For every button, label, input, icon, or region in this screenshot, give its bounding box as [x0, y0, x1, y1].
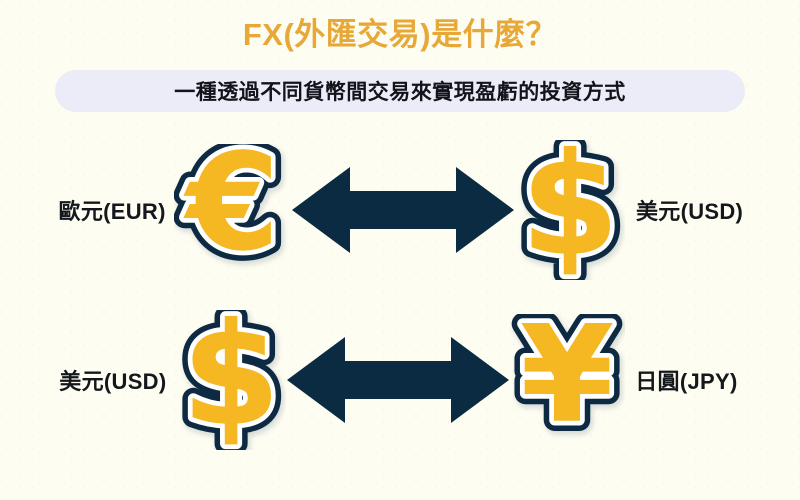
double-headed-arrow-icon [287, 337, 510, 423]
svg-text:$: $ [182, 310, 279, 450]
subtitle-text: 一種透過不同貨幣間交易來實現盈虧的投資方式 [174, 81, 626, 104]
label-cell-right-bottom: 日圓(JPY) [625, 364, 800, 396]
page-title: FX(外匯交易)是什麼？ [242, 17, 558, 52]
double-headed-arrow-icon [291, 167, 514, 253]
svg-text:$: $ [521, 140, 618, 280]
arrow-cell-top [291, 167, 514, 253]
subtitle-banner: 一種透過不同貨幣間交易來實現盈虧的投資方式 [55, 70, 745, 112]
dollar-symbol-icon: $ $ $ [176, 310, 286, 450]
yen-symbol-icon: ¥ ¥ ¥ [510, 314, 624, 446]
svg-text:¥: ¥ [521, 314, 613, 446]
svg-text:$: $ [521, 140, 618, 280]
currency-pair-row-eur-usd: 歐元(EUR) € € € [0, 130, 800, 290]
euro-symbol-icon: € € € [174, 144, 290, 276]
arrow-cell-bottom [287, 337, 510, 423]
dollar-symbol-icon: $ $ $ [515, 140, 625, 280]
label-cell-right-top: 美元(USD) [626, 194, 800, 226]
currency-label-usd-top: 美元(USD) [635, 199, 744, 224]
svg-text:€: € [184, 144, 279, 276]
currency-pair-row-usd-jpy: 美元(USD) $ $ $ [0, 300, 800, 460]
symbol-cell-dollar-top: $ $ $ [514, 140, 626, 280]
symbol-cell-euro: € € € [174, 144, 292, 276]
svg-text:$: $ [182, 310, 279, 450]
svg-text:¥: ¥ [521, 314, 613, 446]
currency-label-usd-bottom: 美元(USD) [59, 369, 167, 394]
label-cell-left-bottom: 美元(USD) [0, 364, 175, 396]
symbol-cell-dollar-bottom: $ $ $ [175, 310, 288, 450]
svg-text:€: € [184, 144, 279, 276]
svg-text:$: $ [182, 310, 279, 450]
svg-text:¥: ¥ [521, 314, 613, 446]
svg-text:€: € [184, 144, 279, 276]
currency-label-jpy: 日圓(JPY) [635, 369, 738, 394]
currency-label-eur: 歐元(EUR) [58, 199, 166, 224]
label-cell-left-top: 歐元(EUR) [0, 194, 174, 226]
symbol-cell-yen: ¥ ¥ ¥ [509, 314, 625, 446]
svg-text:$: $ [521, 140, 618, 280]
